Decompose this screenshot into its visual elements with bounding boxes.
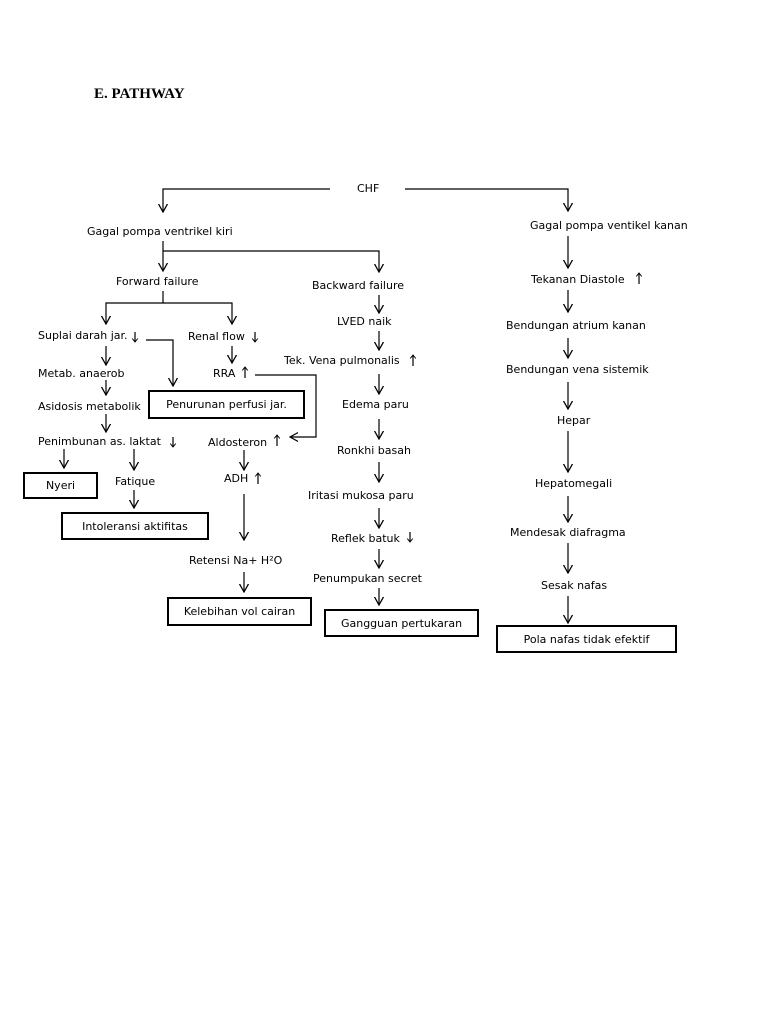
node-hepatomegali: Hepatomegali (535, 477, 613, 490)
node-rra: RRA (213, 367, 236, 380)
node-backward-failure: Backward failure (312, 279, 404, 292)
node-penumpukan-secret: Penumpukan secret (313, 572, 422, 585)
node-penimbunan-laktat: Penimbunan as. laktat (38, 435, 161, 448)
node-bendungan-vena: Bendungan vena sistemik (506, 363, 649, 376)
node-adh: ADH (224, 472, 249, 485)
box-pola-nafas: Pola nafas tidak efektif (496, 625, 677, 653)
node-ronkhi-basah: Ronkhi basah (337, 444, 411, 457)
arrow-forward-renal (163, 302, 232, 324)
box-intoleransi-aktifitas: Intoleransi aktifitas (61, 512, 209, 540)
arrow-rra-aldosteron (255, 374, 317, 437)
arrow-kiri-backward (163, 250, 379, 272)
node-hepar: Hepar (557, 414, 591, 427)
node-renal-flow: Renal flow (188, 330, 245, 343)
node-gagal-kanan: Gagal pompa ventikel kanan (530, 219, 688, 232)
arrow-chf-left (163, 188, 330, 212)
box-kelebihan-vol-cairan: Kelebihan vol cairan (167, 597, 312, 626)
node-bendungan-atrium: Bendungan atrium kanan (506, 319, 646, 332)
node-tek-vena-pulmonalis: Tek. Vena pulmonalis (284, 354, 400, 367)
arrow-forward-suplai (106, 291, 164, 324)
node-edema-paru: Edema paru (342, 398, 409, 411)
box-gangguan-pertukaran: Gangguan pertukaran (324, 609, 479, 637)
node-sesak-nafas: Sesak nafas (541, 579, 608, 592)
node-reflek-batuk: Reflek batuk (331, 532, 400, 545)
node-mendesak-diafragma: Mendesak diafragma (510, 526, 626, 539)
node-lved-naik: LVED naik (337, 315, 392, 328)
node-suplai-darah: Suplai darah jar. (38, 329, 128, 342)
node-retensi: Retensi Na+ H²O (189, 554, 283, 567)
arrow-suplai-penurunan (146, 339, 173, 386)
arrow-chf-right (405, 188, 568, 211)
node-fatique: Fatique (115, 475, 156, 488)
box-nyeri: Nyeri (23, 472, 98, 499)
node-asidosis-metabolik: Asidosis metabolik (38, 400, 141, 413)
node-aldosteron: Aldosteron (208, 436, 268, 449)
node-metab-anaerob: Metab. anaerob (38, 367, 125, 380)
node-tekanan-diastole: Tekanan Diastole (531, 273, 625, 286)
node-gagal-kiri: Gagal pompa ventrikel kiri (87, 225, 233, 238)
node-chf: CHF (357, 182, 380, 195)
node-iritasi-mukosa: Iritasi mukosa paru (308, 489, 414, 502)
node-forward-failure: Forward failure (116, 275, 199, 288)
box-penurunan-perfusi: Penurunan perfusi jar. (148, 390, 305, 419)
page-heading: E. PATHWAY (94, 86, 185, 102)
